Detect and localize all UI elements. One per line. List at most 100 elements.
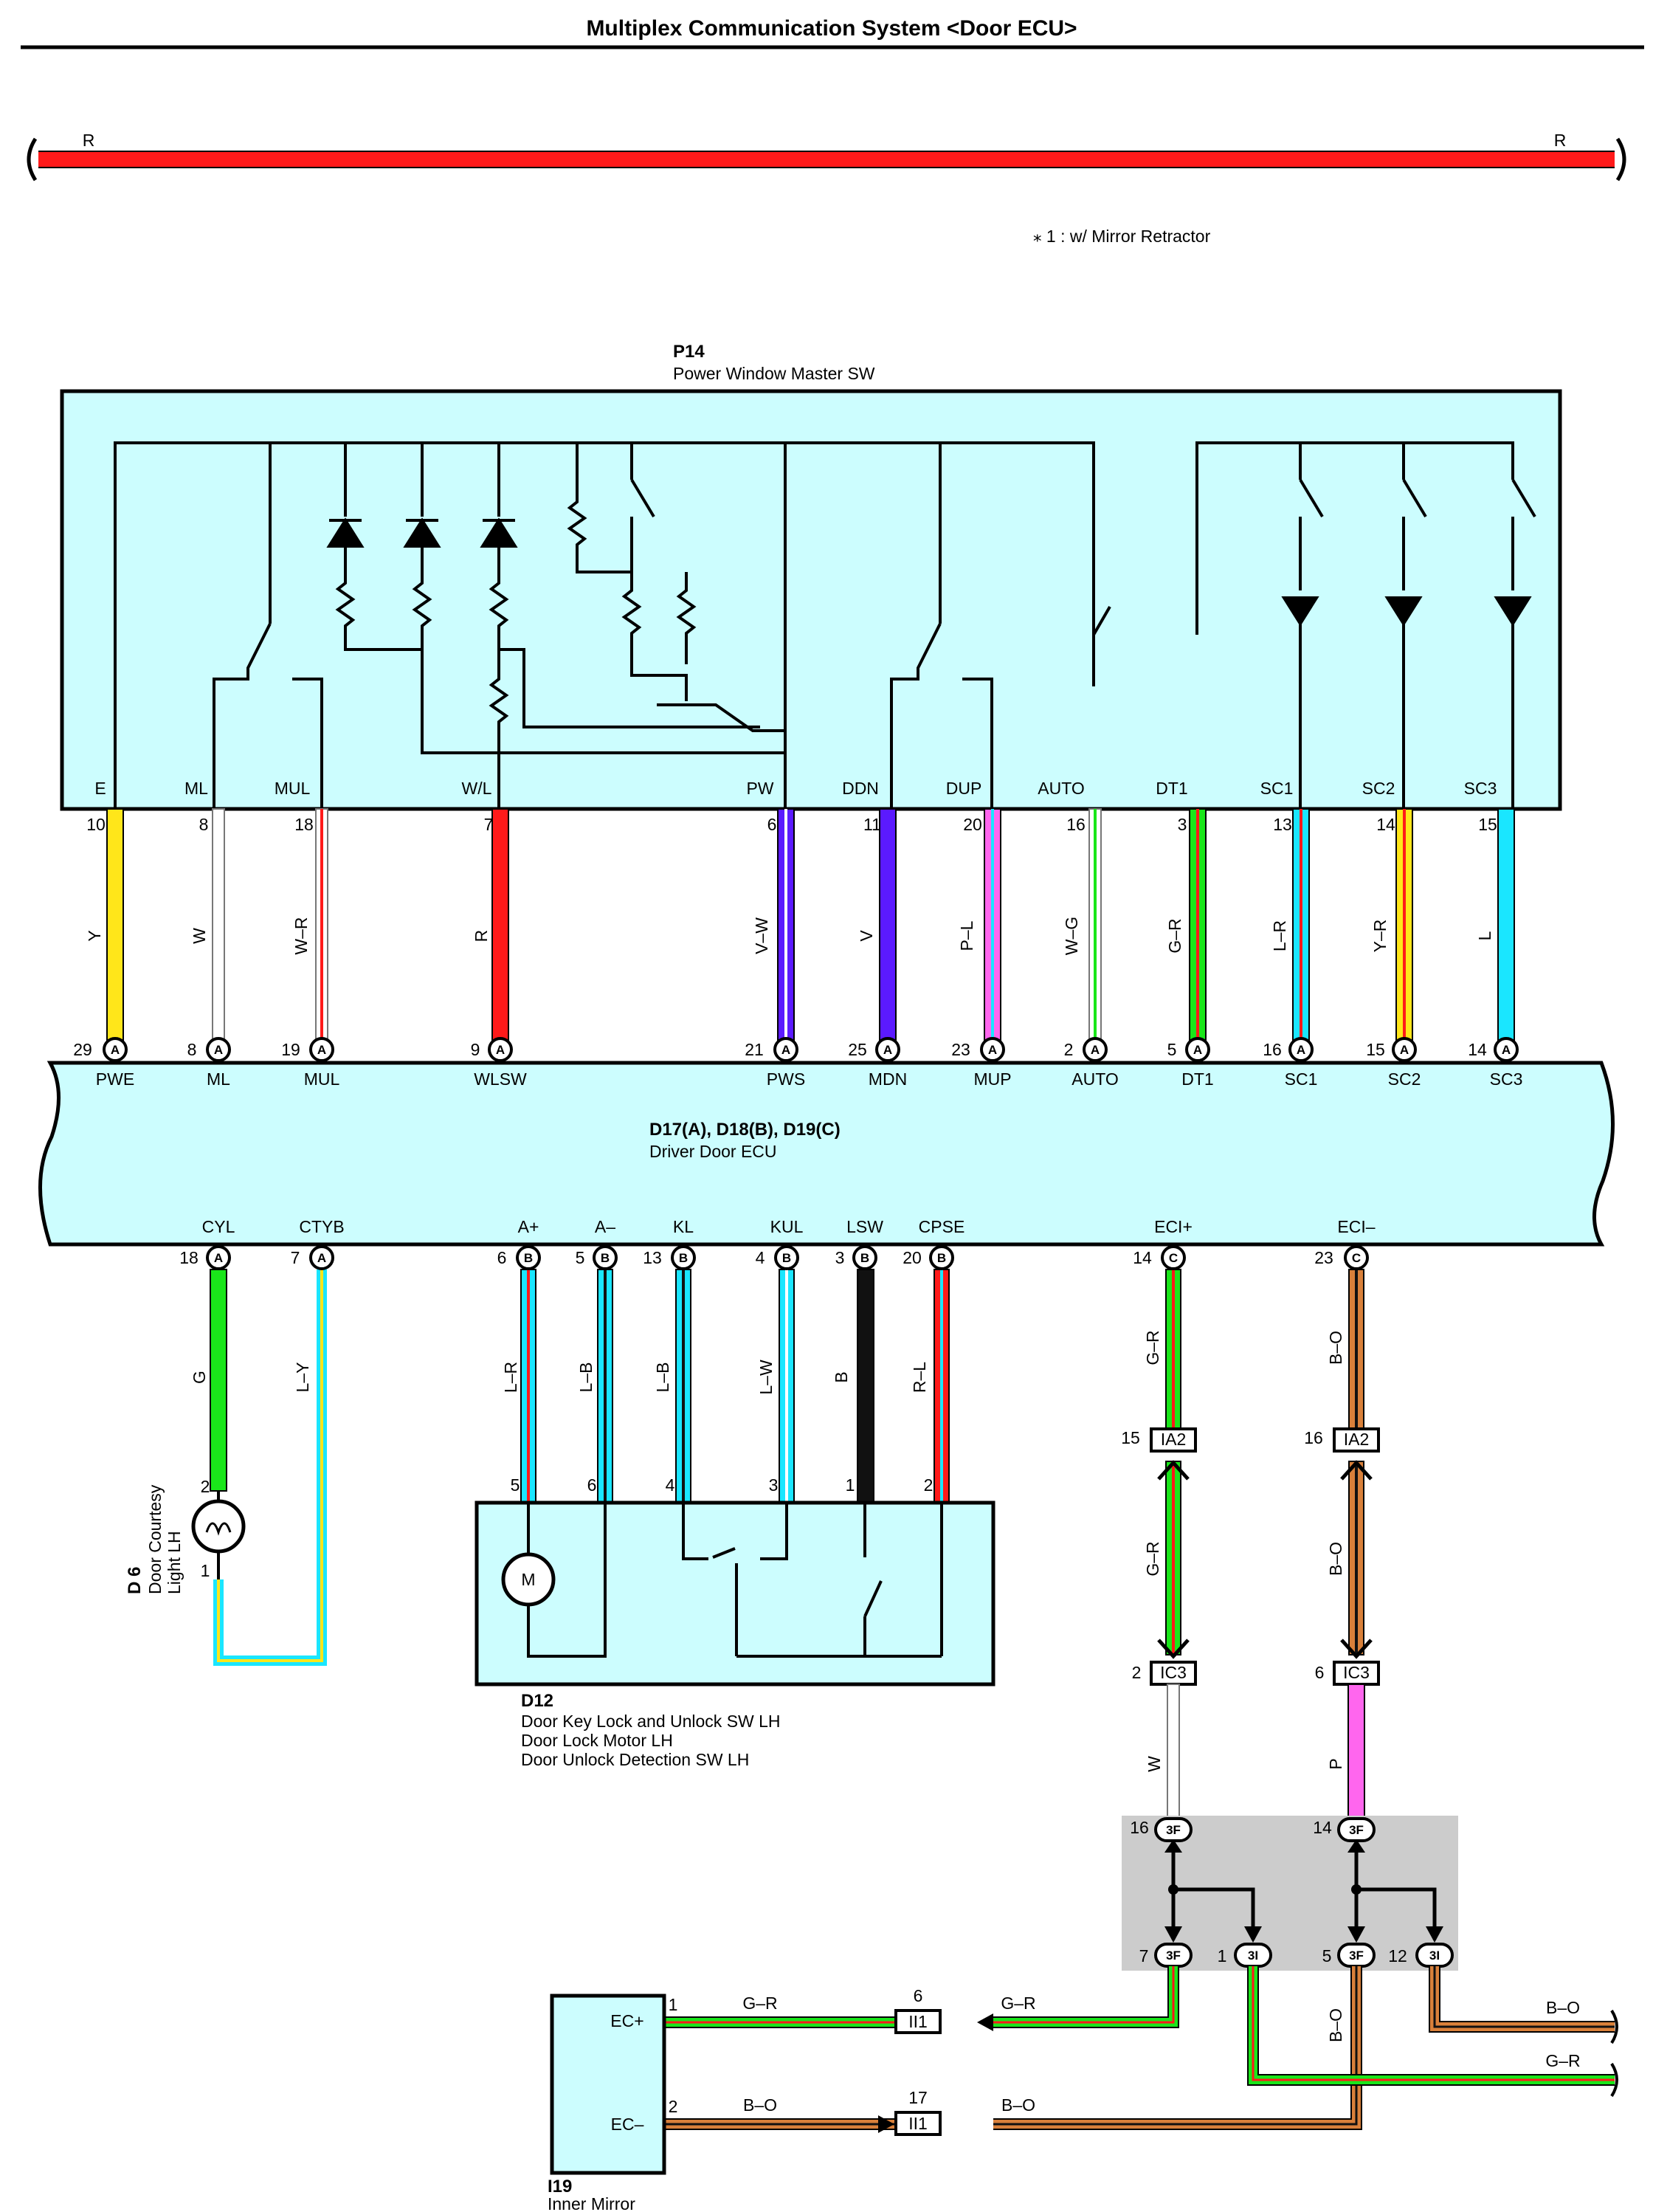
terminal-label: W/L xyxy=(462,779,492,798)
pin-number: 16 xyxy=(1066,815,1086,834)
connector-ii1-top: 6 II1 xyxy=(894,1986,993,2034)
pin-number: 14 xyxy=(1133,1248,1152,1267)
wire-b xyxy=(857,1269,874,1503)
pin-number: 19 xyxy=(281,1040,300,1059)
connector-letter: A xyxy=(1193,1043,1202,1057)
pin-number: 1 xyxy=(201,1561,210,1580)
wire-stripe xyxy=(940,1269,943,1503)
connector-letter: A xyxy=(111,1043,120,1057)
motor-label: M xyxy=(521,1570,535,1589)
wire-color-label: Y xyxy=(85,930,104,941)
connector-letter: A xyxy=(214,1043,223,1057)
pin-number: 1 xyxy=(846,1475,855,1495)
wire-w xyxy=(212,808,225,1049)
connector-name: 3F xyxy=(1349,1823,1364,1837)
connector-letter: B xyxy=(782,1251,791,1265)
d12-name-line1: Door Key Lock and Unlock SW LH xyxy=(521,1712,781,1731)
ecu-bottom-pins: CYL 18 A G CTYB 7 A L–Y A+ 6 B L–R xyxy=(179,1217,1376,1666)
ecu-pin-a-minus: A– 5 B L–B xyxy=(576,1217,618,1503)
terminal-label: ML xyxy=(184,779,208,798)
pin-number: 3 xyxy=(835,1248,845,1267)
pin-number: 15 xyxy=(1478,815,1497,834)
p14-terminal-ddn: DDN 11 V xyxy=(842,779,897,1049)
connector-ia2-left: 15 IA2 xyxy=(1121,1427,1197,1453)
wire-color-label: P xyxy=(1326,1758,1345,1769)
pin-number: 7 xyxy=(484,815,494,834)
connector-name: IA2 xyxy=(1161,1430,1187,1449)
bottom-wiring: B–O G–R B–O 6 II1 17 II1 G–R G–R B–O B–O xyxy=(664,1966,1618,2136)
pin-number: 14 xyxy=(1468,1040,1487,1059)
wire-color-label: Y–R xyxy=(1370,920,1390,953)
connector-dot xyxy=(103,1037,128,1062)
ecu-pin-label: ECI– xyxy=(1337,1217,1375,1236)
pin-number: 5 xyxy=(1167,1040,1177,1059)
terminal-label: MUL xyxy=(275,779,311,798)
ecu-pin-kul: KUL 4 B L–W xyxy=(756,1217,804,1503)
ecu-pin-label: A– xyxy=(595,1217,615,1236)
connector-letter: B xyxy=(937,1251,946,1265)
footnote: ⁎ 1 : w/ Mirror Retractor xyxy=(1033,227,1211,246)
connector-ic3-left: 2 IC3 W xyxy=(1132,1661,1197,1827)
ecu-pin-label: DT1 xyxy=(1181,1069,1213,1089)
ecu-pin-a-plus: A+ 6 B L–R xyxy=(497,1217,541,1503)
pin-number: 16 xyxy=(1304,1428,1323,1447)
connector-3f-left-top: 16 3F xyxy=(1130,1817,1193,1842)
pin-number: 11 xyxy=(863,815,881,834)
wire-color-label: L–B xyxy=(576,1362,596,1393)
pin-number: 1 xyxy=(669,1995,678,2014)
wire-l-y-stripe xyxy=(217,1269,323,1662)
p14-terminal-ml: ML 8 W xyxy=(184,779,225,1049)
connector-3f-right-top: 14 3F xyxy=(1313,1817,1376,1842)
wire-v xyxy=(879,808,897,1049)
pin-number: 25 xyxy=(848,1040,867,1059)
connector-dot xyxy=(488,1037,513,1062)
wire-color-label: L–W xyxy=(756,1360,776,1395)
pin-number: 2 xyxy=(201,1477,210,1496)
connector-letter: A xyxy=(1091,1043,1100,1057)
pin-number: 3 xyxy=(769,1475,779,1495)
ecu-pin-label: MUL xyxy=(304,1069,340,1089)
ecu-pin-cpse: CPSE 20 B R–L xyxy=(903,1217,964,1503)
pin-number: 2 xyxy=(1064,1040,1074,1059)
i19-name: Inner Mirror xyxy=(548,2194,635,2212)
wire-color-label: B xyxy=(832,1371,851,1382)
wire-color-label: R xyxy=(472,930,491,943)
wire-color-label: L–B xyxy=(653,1362,672,1393)
wire-stripe xyxy=(1094,809,1097,1048)
wire-stripe xyxy=(1172,1269,1175,1429)
ecu-pin-label: KUL xyxy=(770,1217,804,1236)
connector-letter: C xyxy=(1169,1251,1178,1265)
wire-color-label: B–O xyxy=(1326,1331,1345,1365)
p14-terminal-mul: MUL 18 W–R xyxy=(275,779,328,1049)
connector-letter: A xyxy=(1502,1043,1511,1057)
ecu-pin-label: CPSE xyxy=(919,1217,965,1236)
ecu-top-pins: 29 A PWE 8 A ML 19 A MUL 9 A WLSW 21 A P… xyxy=(73,1037,1522,1089)
connector-dot xyxy=(1494,1037,1519,1062)
wire-color-label: G–R xyxy=(742,1994,777,2013)
connector-name: 3F xyxy=(1349,1949,1364,1963)
wire-stripe xyxy=(1355,1269,1358,1429)
wire-stripe xyxy=(785,1269,788,1503)
wire-color-label: W xyxy=(190,928,209,944)
connector-dot xyxy=(206,1245,231,1270)
pin-number: 6 xyxy=(497,1248,507,1267)
d6-name-line2: Light LH xyxy=(165,1531,184,1594)
ecu-pin-label: A+ xyxy=(518,1217,539,1236)
ecu-pin-label: CYL xyxy=(202,1217,235,1236)
ecu-pin-label: MUP xyxy=(973,1069,1011,1089)
ecu-pin-eci-plus: ECI+ 14 C G–R xyxy=(1133,1217,1193,1430)
pin-number: 2 xyxy=(924,1475,934,1495)
wire-color-label: V xyxy=(857,930,876,942)
wire-color-label: B–O xyxy=(1001,2095,1035,2115)
pin-number: 16 xyxy=(1130,1818,1149,1837)
wire-color-label: B–O xyxy=(1326,2008,1345,2042)
wire-color-label: G–R xyxy=(1165,918,1184,953)
pin-number: 4 xyxy=(756,1248,765,1267)
pin-number: 1 xyxy=(1218,1946,1227,1965)
connector-letter: B xyxy=(860,1251,869,1265)
wire-g xyxy=(210,1269,227,1492)
ecu-pin-sc1: 16 A SC1 xyxy=(1263,1037,1317,1089)
wire-color-label: G–R xyxy=(1143,1330,1162,1365)
pin-number: 17 xyxy=(908,2088,928,2107)
